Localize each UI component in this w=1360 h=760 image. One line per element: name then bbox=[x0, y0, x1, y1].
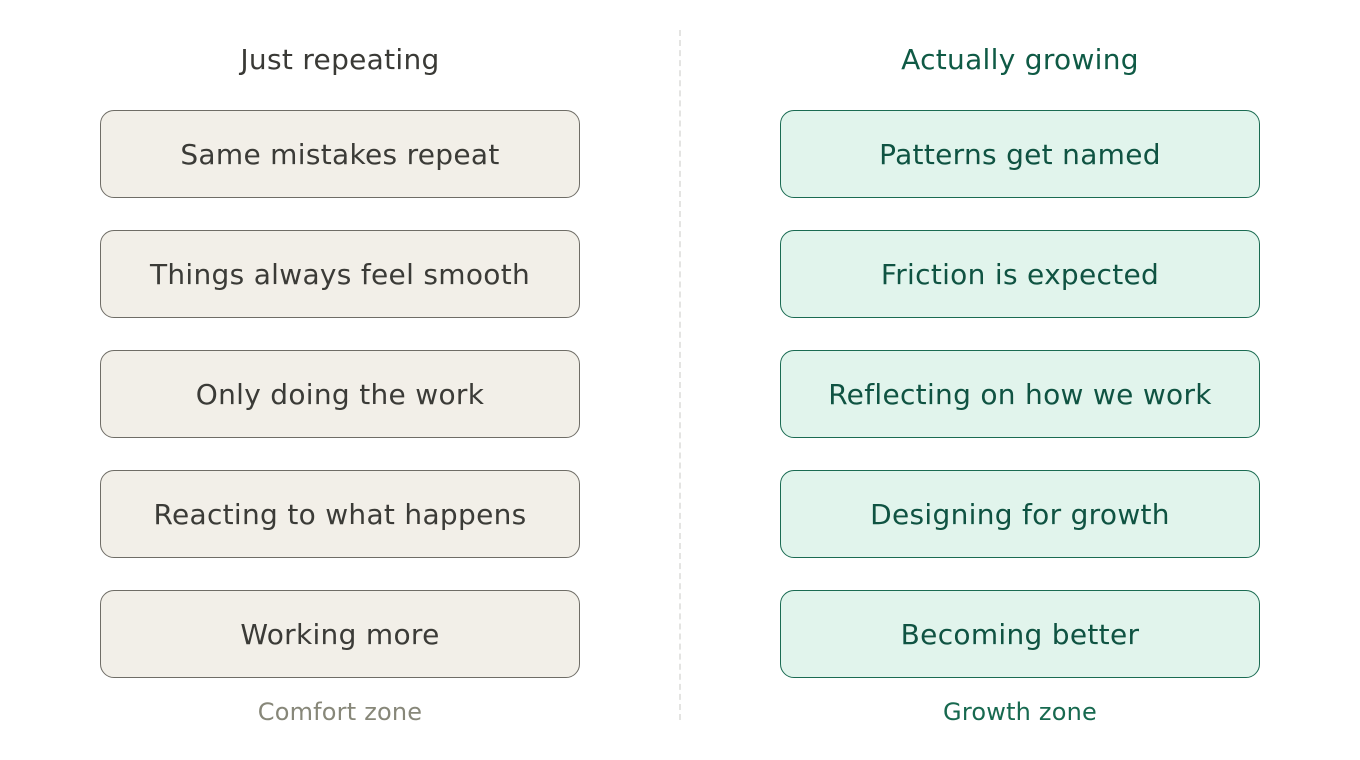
growth-item-label: Friction is expected bbox=[880, 257, 1160, 291]
comfort-item-working-more: Working more bbox=[100, 590, 580, 678]
comfort-item-label: Things always feel smooth bbox=[149, 257, 531, 291]
comfort-item-only-work: Only doing the work bbox=[100, 350, 580, 438]
growth-item-label: Patterns get named bbox=[879, 137, 1161, 171]
growth-zone-label: Growth zone bbox=[943, 698, 1097, 726]
column-divider bbox=[679, 30, 681, 720]
growth-item-becoming-better: Becoming better bbox=[780, 590, 1260, 678]
comfort-item-label: Same mistakes repeat bbox=[180, 137, 500, 171]
growth-item-label: Becoming better bbox=[900, 617, 1140, 651]
right-column-heading: Actually growing bbox=[901, 43, 1139, 76]
growth-item-designing: Designing for growth bbox=[780, 470, 1260, 558]
growth-item-label: Reflecting on how we work bbox=[828, 377, 1212, 411]
comfort-item-label: Only doing the work bbox=[195, 377, 485, 411]
comfort-item-reacting: Reacting to what happens bbox=[100, 470, 580, 558]
comfort-item-feel-smooth: Things always feel smooth bbox=[100, 230, 580, 318]
comfort-item-label: Working more bbox=[240, 617, 440, 651]
growth-item-friction-expected: Friction is expected bbox=[780, 230, 1260, 318]
growth-item-patterns-named: Patterns get named bbox=[780, 110, 1260, 198]
growth-item-reflecting: Reflecting on how we work bbox=[780, 350, 1260, 438]
comfort-item-same-mistakes: Same mistakes repeat bbox=[100, 110, 580, 198]
comfort-item-label: Reacting to what happens bbox=[153, 497, 527, 531]
left-column-heading: Just repeating bbox=[240, 43, 440, 76]
comfort-zone-label: Comfort zone bbox=[257, 698, 423, 726]
growth-item-label: Designing for growth bbox=[870, 497, 1170, 531]
